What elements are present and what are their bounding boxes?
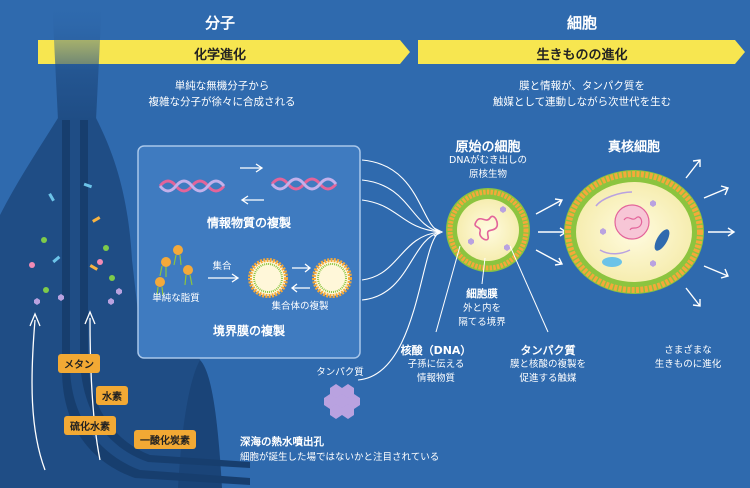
merge-label: 集合 <box>212 261 232 272</box>
diversity-line2: 生きものに進化 <box>654 359 722 370</box>
protein-note-line1: 膜と核酸の複製を <box>509 359 587 370</box>
radiating-arrows <box>685 159 736 307</box>
tag-co: 一酸化炭素 <box>134 430 196 449</box>
membrane-line1: 外と内を <box>462 303 502 314</box>
protein-label: タンパク質 <box>316 367 364 378</box>
flow-arrow-right <box>89 317 101 461</box>
replication-box <box>137 145 361 359</box>
nucleic-title: 核酸（DNA） <box>400 344 472 357</box>
arrow-dna-forward <box>240 163 264 173</box>
arrow-dna-back <box>240 195 264 205</box>
right-desc-line1: 膜と情報が、タンパク質を <box>519 80 645 92</box>
vesicle-right-inner <box>317 263 347 293</box>
arrow-vesicle-forward <box>292 263 312 273</box>
vesicle-left <box>248 258 288 298</box>
vent-chimney-small <box>178 360 222 488</box>
left-title: 分子 <box>204 14 236 32</box>
protein-note-title: タンパク質 <box>520 344 576 357</box>
membrane-title: 細胞膜 <box>466 288 498 300</box>
vent-molecules <box>29 182 122 305</box>
tag-h2s: 硫化水素 <box>64 416 116 435</box>
right-title: 細胞 <box>566 14 598 32</box>
dna-right-2 <box>270 177 338 191</box>
primitive-cell <box>446 188 530 272</box>
arrow-merge <box>208 273 240 283</box>
right-banner: 生きものの進化 <box>536 48 628 63</box>
arrow-vesicle-back <box>290 283 310 293</box>
nucleic-line2: 情報物質 <box>416 373 456 384</box>
tag-hydrogen: 水素 <box>96 386 128 405</box>
left-banner: 化学進化 <box>193 48 247 63</box>
tag-methane: メタン <box>58 354 100 373</box>
arrows-to-eukaryote <box>535 198 568 266</box>
vent-plume <box>52 0 102 120</box>
left-desc-line1: 単純な無機分子から <box>174 80 270 92</box>
primitive-cell-title: 原始の細胞 <box>455 140 521 155</box>
simple-lipids <box>155 245 193 297</box>
primitive-cell-sub1: DNAがむき出しの <box>449 155 527 166</box>
right-desc-line2: 触媒として連動しながら次世代を生む <box>492 96 672 108</box>
vesicle-left-inner <box>253 263 283 293</box>
right-banner-shape <box>418 40 745 64</box>
diversity-line1: さまざまな <box>664 345 712 356</box>
converging-lines <box>357 159 444 381</box>
primitive-cell-sub2: 原核生物 <box>468 169 508 180</box>
aggregate-copy-label: 集合体の複製 <box>271 301 329 312</box>
membrane-line2: 隔てる境界 <box>458 317 506 328</box>
vesicle-right <box>312 258 352 298</box>
vent-desc: 細胞が誕生した場ではないかと注目されている <box>240 452 440 463</box>
vent-chimney <box>0 118 205 488</box>
callout-lines <box>435 245 549 333</box>
flow-arrow-left-head <box>29 312 41 327</box>
left-desc-line2: 複雑な分子が徐々に合成される <box>148 96 296 108</box>
dna-left-2 <box>158 179 226 193</box>
protein-note-line2: 促進する触媒 <box>519 373 577 384</box>
eukaryote-title: 真核細胞 <box>607 140 661 155</box>
vent-title: 深海の熱水噴出孔 <box>240 436 324 448</box>
eukaryotic-cell <box>564 170 704 294</box>
simple-lipid-label: 単純な脂質 <box>152 293 200 304</box>
left-banner-shape <box>38 40 410 64</box>
info-copy-label: 情報物質の複製 <box>206 216 292 230</box>
protein-cluster <box>324 384 360 419</box>
flow-arrow-right-head <box>84 310 96 325</box>
nucleic-line1: 子孫に伝える <box>407 359 465 370</box>
membrane-copy-label: 境界膜の複製 <box>212 324 286 338</box>
flow-arrow-left <box>31 319 46 471</box>
